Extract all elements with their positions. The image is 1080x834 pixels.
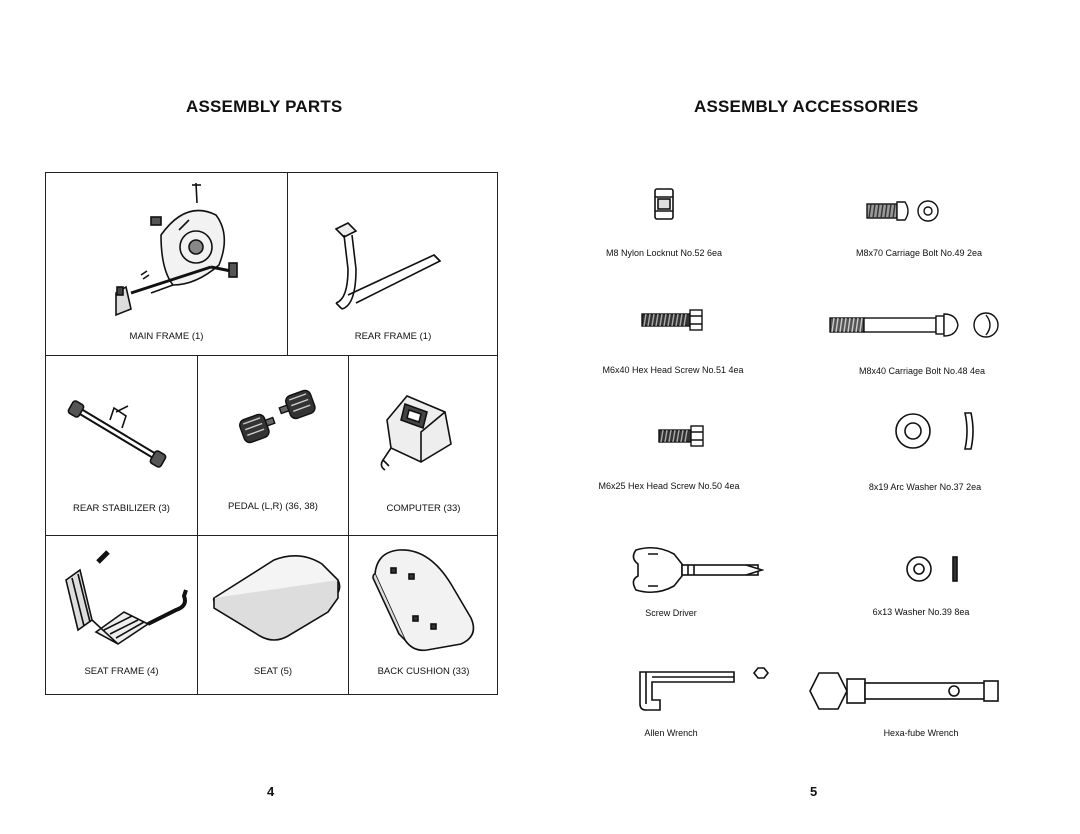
grid-divider bbox=[348, 355, 349, 694]
washer-icon bbox=[906, 556, 958, 582]
accessory-label: Allen Wrench bbox=[644, 728, 698, 738]
screw-driver-icon bbox=[632, 546, 764, 594]
accessory-label: Hexa-fube Wrench bbox=[883, 728, 959, 738]
part-label: PEDAL (L,R) (36, 38) bbox=[228, 501, 318, 512]
part-label: REAR STABILIZER (3) bbox=[73, 503, 170, 514]
part-rear-frame: REAR FRAME (1) bbox=[288, 173, 498, 355]
part-label: REAR FRAME (1) bbox=[354, 331, 432, 342]
allen-wrench-icon bbox=[639, 667, 770, 711]
accessory-label: M8x70 Carriage Bolt No.49 2ea bbox=[855, 248, 983, 258]
grid-divider bbox=[46, 535, 497, 536]
seat-illustration bbox=[212, 555, 341, 641]
part-label: MAIN FRAME (1) bbox=[129, 331, 204, 342]
part-label: SEAT (5) bbox=[253, 666, 293, 677]
part-seat-frame: SEAT FRAME (4) bbox=[46, 536, 197, 694]
page-number-left: 4 bbox=[267, 784, 275, 799]
accessory-label: M6x25 Hex Head Screw No.50 4ea bbox=[598, 481, 740, 491]
part-back-cushion: BACK CUSHION (33) bbox=[349, 536, 498, 694]
grid-divider bbox=[197, 355, 198, 694]
grid-divider bbox=[46, 355, 497, 356]
part-computer: COMPUTER (33) bbox=[349, 356, 498, 535]
accessory-label: 6x13 Washer No.39 8ea bbox=[872, 607, 970, 617]
assembly-parts-heading: ASSEMBLY PARTS bbox=[186, 97, 343, 116]
part-seat: SEAT (5) bbox=[198, 536, 348, 694]
back-cushion-illustration bbox=[372, 549, 475, 652]
part-main-frame: MAIN FRAME (1) bbox=[46, 173, 287, 355]
assembly-accessories-heading: ASSEMBLY ACCESSORIES bbox=[694, 97, 919, 116]
nylon-locknut-icon bbox=[654, 188, 674, 220]
hexa-tube-wrench-icon bbox=[809, 672, 999, 710]
pedal-illustration bbox=[239, 389, 316, 444]
part-pedal: PEDAL (L,R) (36, 38) bbox=[198, 356, 348, 535]
rear-frame-illustration bbox=[334, 222, 442, 310]
arc-washer-icon bbox=[895, 412, 974, 450]
grid-divider bbox=[287, 173, 288, 356]
parts-grid: MAIN FRAME (1) REAR FRAME (1) bbox=[45, 172, 498, 695]
rear-stabilizer-illustration bbox=[67, 400, 167, 468]
accessory-label: Screw Driver bbox=[645, 608, 697, 618]
computer-illustration bbox=[380, 395, 452, 471]
hex-screw-long-icon bbox=[641, 309, 703, 331]
seat-frame-illustration bbox=[65, 550, 188, 645]
part-label: COMPUTER (33) bbox=[386, 503, 461, 514]
carriage-bolt-long-icon bbox=[829, 312, 999, 338]
part-label: SEAT FRAME (4) bbox=[84, 666, 159, 677]
accessory-label: M8x40 Carriage Bolt No.48 4ea bbox=[858, 366, 986, 376]
hex-screw-short-icon bbox=[658, 425, 704, 447]
accessory-label: 8x19 Arc Washer No.37 2ea bbox=[868, 482, 982, 492]
main-frame-illustration bbox=[115, 182, 238, 317]
carriage-bolt-short-icon bbox=[866, 200, 939, 222]
page-number-right: 5 bbox=[810, 784, 818, 799]
accessory-label: M6x40 Hex Head Screw No.51 4ea bbox=[602, 365, 744, 375]
accessory-label: M8 Nylon Locknut No.52 6ea bbox=[605, 248, 723, 258]
part-label: BACK CUSHION (33) bbox=[377, 666, 470, 677]
part-rear-stabilizer: REAR STABILIZER (3) bbox=[46, 356, 197, 535]
